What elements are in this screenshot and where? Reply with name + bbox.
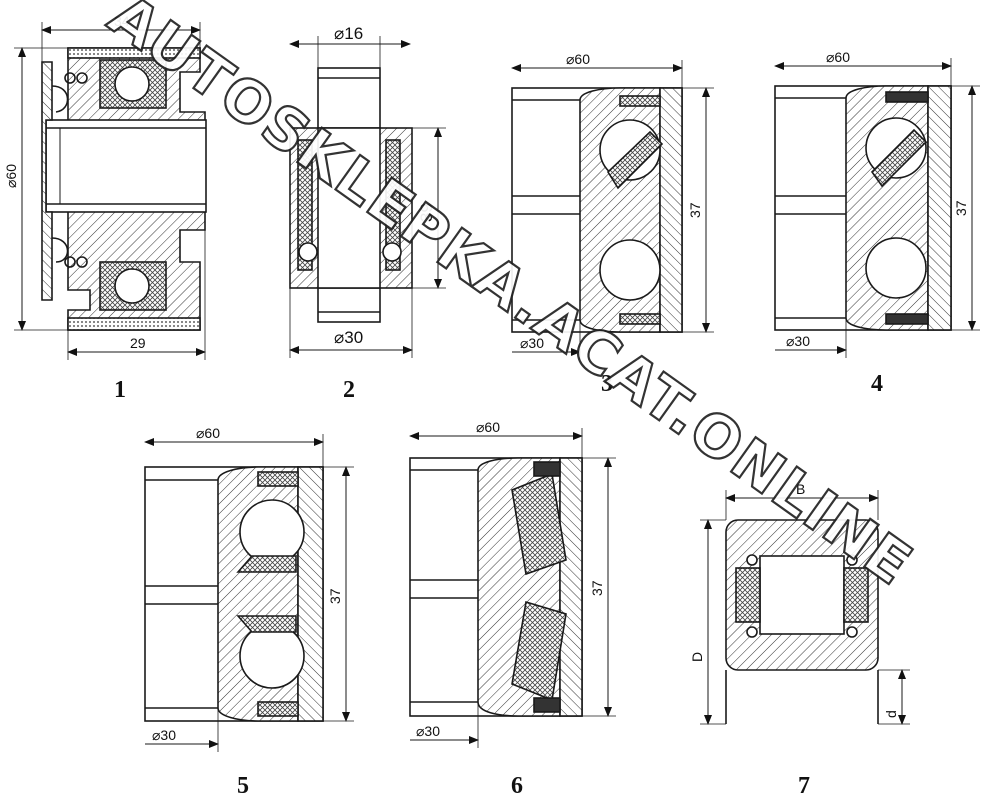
figure-number-4: 4	[871, 371, 883, 397]
figure-4	[774, 58, 980, 358]
figure-5	[144, 434, 354, 752]
figure-2	[289, 36, 446, 358]
fig3-dim-side: 37	[687, 202, 703, 218]
fig5-dim-side: 37	[327, 588, 343, 604]
figure-number-6: 6	[511, 773, 523, 799]
figure-3	[511, 60, 714, 360]
fig4-dim-top: ⌀60	[826, 49, 850, 65]
fig2-dim-top: ⌀16	[334, 24, 363, 43]
fig7-dim-top: B	[796, 481, 805, 497]
figure-6	[409, 428, 616, 748]
figure-7	[700, 490, 910, 725]
figure-number-3: 3	[601, 371, 613, 397]
fig3-dim-bottom: ⌀30	[520, 335, 544, 351]
figure-number-1: 1	[114, 377, 126, 403]
fig6-dim-side: 37	[589, 580, 605, 596]
fig5-dim-top: ⌀60	[196, 425, 220, 441]
fig2-dim-side: 39	[417, 203, 436, 222]
figure-number-2: 2	[343, 377, 355, 403]
fig4-dim-bottom: ⌀30	[786, 333, 810, 349]
fig6-dim-top: ⌀60	[476, 419, 500, 435]
fig1-dim-bottom: 29	[130, 335, 146, 351]
fig6-dim-bottom: ⌀30	[416, 723, 440, 739]
fig5-dim-bottom: ⌀30	[152, 727, 176, 743]
figure-number-5: 5	[237, 773, 249, 799]
figure-number-7: 7	[798, 773, 810, 799]
fig1-dim-side: ⌀60	[3, 164, 19, 188]
fig1-dim-top: 34	[114, 13, 130, 29]
fig4-dim-side: 37	[953, 200, 969, 216]
dimension-labels: 34 ⌀60 29 ⌀16 39 ⌀30 ⌀60 37 ⌀30 ⌀60 37 ⌀…	[3, 13, 969, 743]
fig7-dim-side: D	[689, 652, 705, 662]
fig7-dim-bottom: d	[883, 710, 899, 718]
fig3-dim-top: ⌀60	[566, 51, 590, 67]
figure-1	[14, 22, 207, 360]
fig2-dim-bottom: ⌀30	[334, 328, 363, 347]
figure-numbers: 1 2 3 4 5 6 7	[114, 371, 883, 799]
